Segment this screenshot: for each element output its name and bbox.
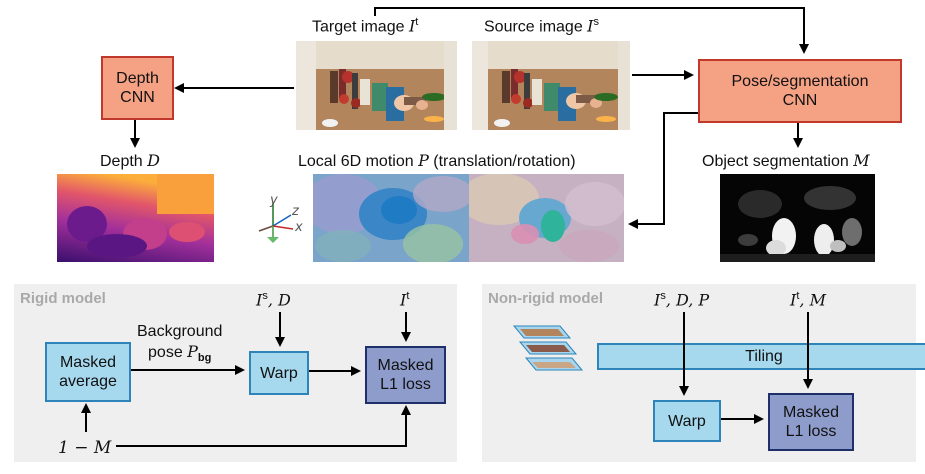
background-pose-label: Background pose Pbg xyxy=(137,323,223,365)
axis-y-label: y xyxy=(269,193,278,208)
depth-map xyxy=(57,174,214,262)
motion-translation-image xyxy=(313,174,469,262)
depth-label: Depth D xyxy=(100,151,160,170)
rigid-input-is-d: Is, D xyxy=(256,290,291,310)
nonrigid-model-title: Non-rigid model xyxy=(488,290,603,307)
one-minus-m-label: 1 − M xyxy=(58,438,112,458)
motion-label: Local 6D motion P (translation/rotation) xyxy=(298,151,576,170)
rigid-warp-box: Warp xyxy=(249,351,309,395)
target-image-label: Target image It xyxy=(312,16,419,36)
source-image-label: Source image Is xyxy=(484,16,599,36)
target-image xyxy=(296,41,457,130)
source-image xyxy=(472,41,630,130)
rigid-model-title: Rigid model xyxy=(20,290,106,307)
rigid-input-it: It xyxy=(400,290,410,310)
segmentation-label: Object segmentation M xyxy=(702,151,870,170)
segmentation-mask xyxy=(720,174,875,262)
tile-stack-icon xyxy=(512,325,584,371)
axis-x-label: x xyxy=(294,220,303,235)
axis-z-label: z xyxy=(291,204,300,219)
xyz-axes-icon: y z x xyxy=(258,193,303,243)
tiling-bar: Tiling xyxy=(597,343,925,370)
motion-rotation-image xyxy=(469,174,624,262)
nonrigid-warp-box: Warp xyxy=(653,400,721,442)
nonrigid-input-is-d-p: Is, D, P xyxy=(654,290,710,310)
nonrigid-input-it-m: It, M xyxy=(790,290,826,310)
